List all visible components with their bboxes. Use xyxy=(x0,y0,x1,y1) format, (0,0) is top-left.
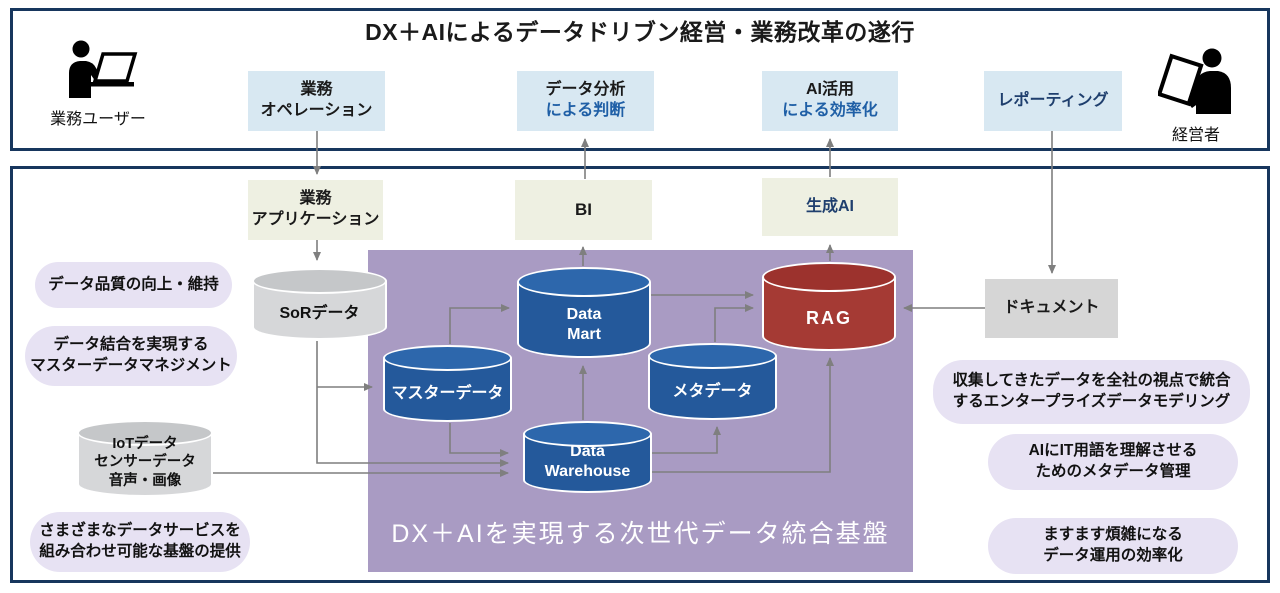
note-data-operation: ますます煩雑になる データ運用の効率化 xyxy=(988,518,1238,574)
flow-operation-line1: 業務 xyxy=(300,81,333,99)
sor-data-label: SoRデータ xyxy=(279,305,360,322)
flow-box-operation: 業務 オペレーション xyxy=(248,71,385,131)
data-warehouse-cylinder: Data Warehouse xyxy=(523,421,652,493)
rag-cylinder: RAG xyxy=(762,262,896,351)
business-user-label: 業務ユーザー xyxy=(50,111,146,128)
note-data-quality: データ品質の向上・維持 xyxy=(35,262,232,308)
data-mart-cylinder: Data Mart xyxy=(517,267,651,358)
note-master-data-management: データ結合を実現する マスターデータマネジメント xyxy=(25,326,237,386)
flow-ai-line2: による効率化 xyxy=(782,102,878,119)
note-data-services: さまざまなデータサービスを 組み合わせ可能な基盤の提供 xyxy=(30,512,250,572)
master-data-label: マスターデータ xyxy=(391,384,504,402)
executive-actor: 経営者 xyxy=(1148,48,1244,145)
page-title: DX＋AIによるデータドリブン経営・業務改革の遂行 xyxy=(365,19,915,45)
person-with-tablet-icon xyxy=(1156,48,1231,114)
flow-ai-line1: AI活用 xyxy=(805,81,854,99)
master-data-cylinder: マスターデータ xyxy=(383,345,512,422)
bi-box: BI xyxy=(515,180,652,240)
note-metadata-management: AIにIT用語を理解させる ためのメタデータ管理 xyxy=(988,434,1238,490)
business-application-box: 業務 アプリケーション xyxy=(248,180,383,240)
cylinder-top xyxy=(762,262,896,292)
iot-data-cylinder: IoTデータ センサーデータ 音声・画像 xyxy=(77,420,213,497)
cylinder-top xyxy=(517,267,651,297)
metadata-label: メタデータ xyxy=(672,382,753,400)
cylinder-top xyxy=(523,421,652,447)
flow-box-ai-use: AI活用 による効率化 xyxy=(762,71,898,131)
cylinder-top xyxy=(648,343,777,369)
flow-box-reporting: レポーティング xyxy=(984,71,1122,131)
iot-data-label: IoTデータ センサーデータ 音声・画像 xyxy=(94,436,196,489)
data-mart-label: Data Mart xyxy=(566,305,602,343)
cylinder-top xyxy=(252,268,387,294)
document-box: ドキュメント xyxy=(985,279,1118,338)
flow-reporting-label: レポーティング xyxy=(997,91,1109,109)
flow-analysis-line2: による判断 xyxy=(545,102,626,119)
flow-box-analysis: データ分析 による判断 xyxy=(517,71,654,131)
cylinder-top xyxy=(77,420,213,446)
rag-label: RAG xyxy=(806,308,852,329)
cylinder-body xyxy=(517,282,651,358)
data-warehouse-label: Data Warehouse xyxy=(544,443,631,480)
genai-label: 生成AI xyxy=(805,197,854,215)
business-user-actor: 業務ユーザー xyxy=(38,40,158,129)
bi-label: BI xyxy=(575,199,592,219)
flow-analysis-line1: データ分析 xyxy=(545,81,626,99)
cylinder-top xyxy=(383,345,512,371)
note-enterprise-modeling: 収集してきたデータを全社の視点で統合 するエンタープライズデータモデリング xyxy=(933,360,1250,424)
person-at-laptop-icon xyxy=(69,40,138,98)
metadata-cylinder: メタデータ xyxy=(648,343,777,420)
platform-caption: DX＋AIを実現する次世代データ統合基盤 xyxy=(391,520,890,548)
executive-label: 経営者 xyxy=(1171,127,1220,144)
flow-operation-line2: オペレーション xyxy=(260,102,373,119)
business-application-label: 業務 アプリケーション xyxy=(251,190,380,228)
document-label: ドキュメント xyxy=(1003,299,1100,317)
genai-box: 生成AI xyxy=(762,178,898,236)
sor-data-cylinder: SoRデータ xyxy=(252,268,387,340)
